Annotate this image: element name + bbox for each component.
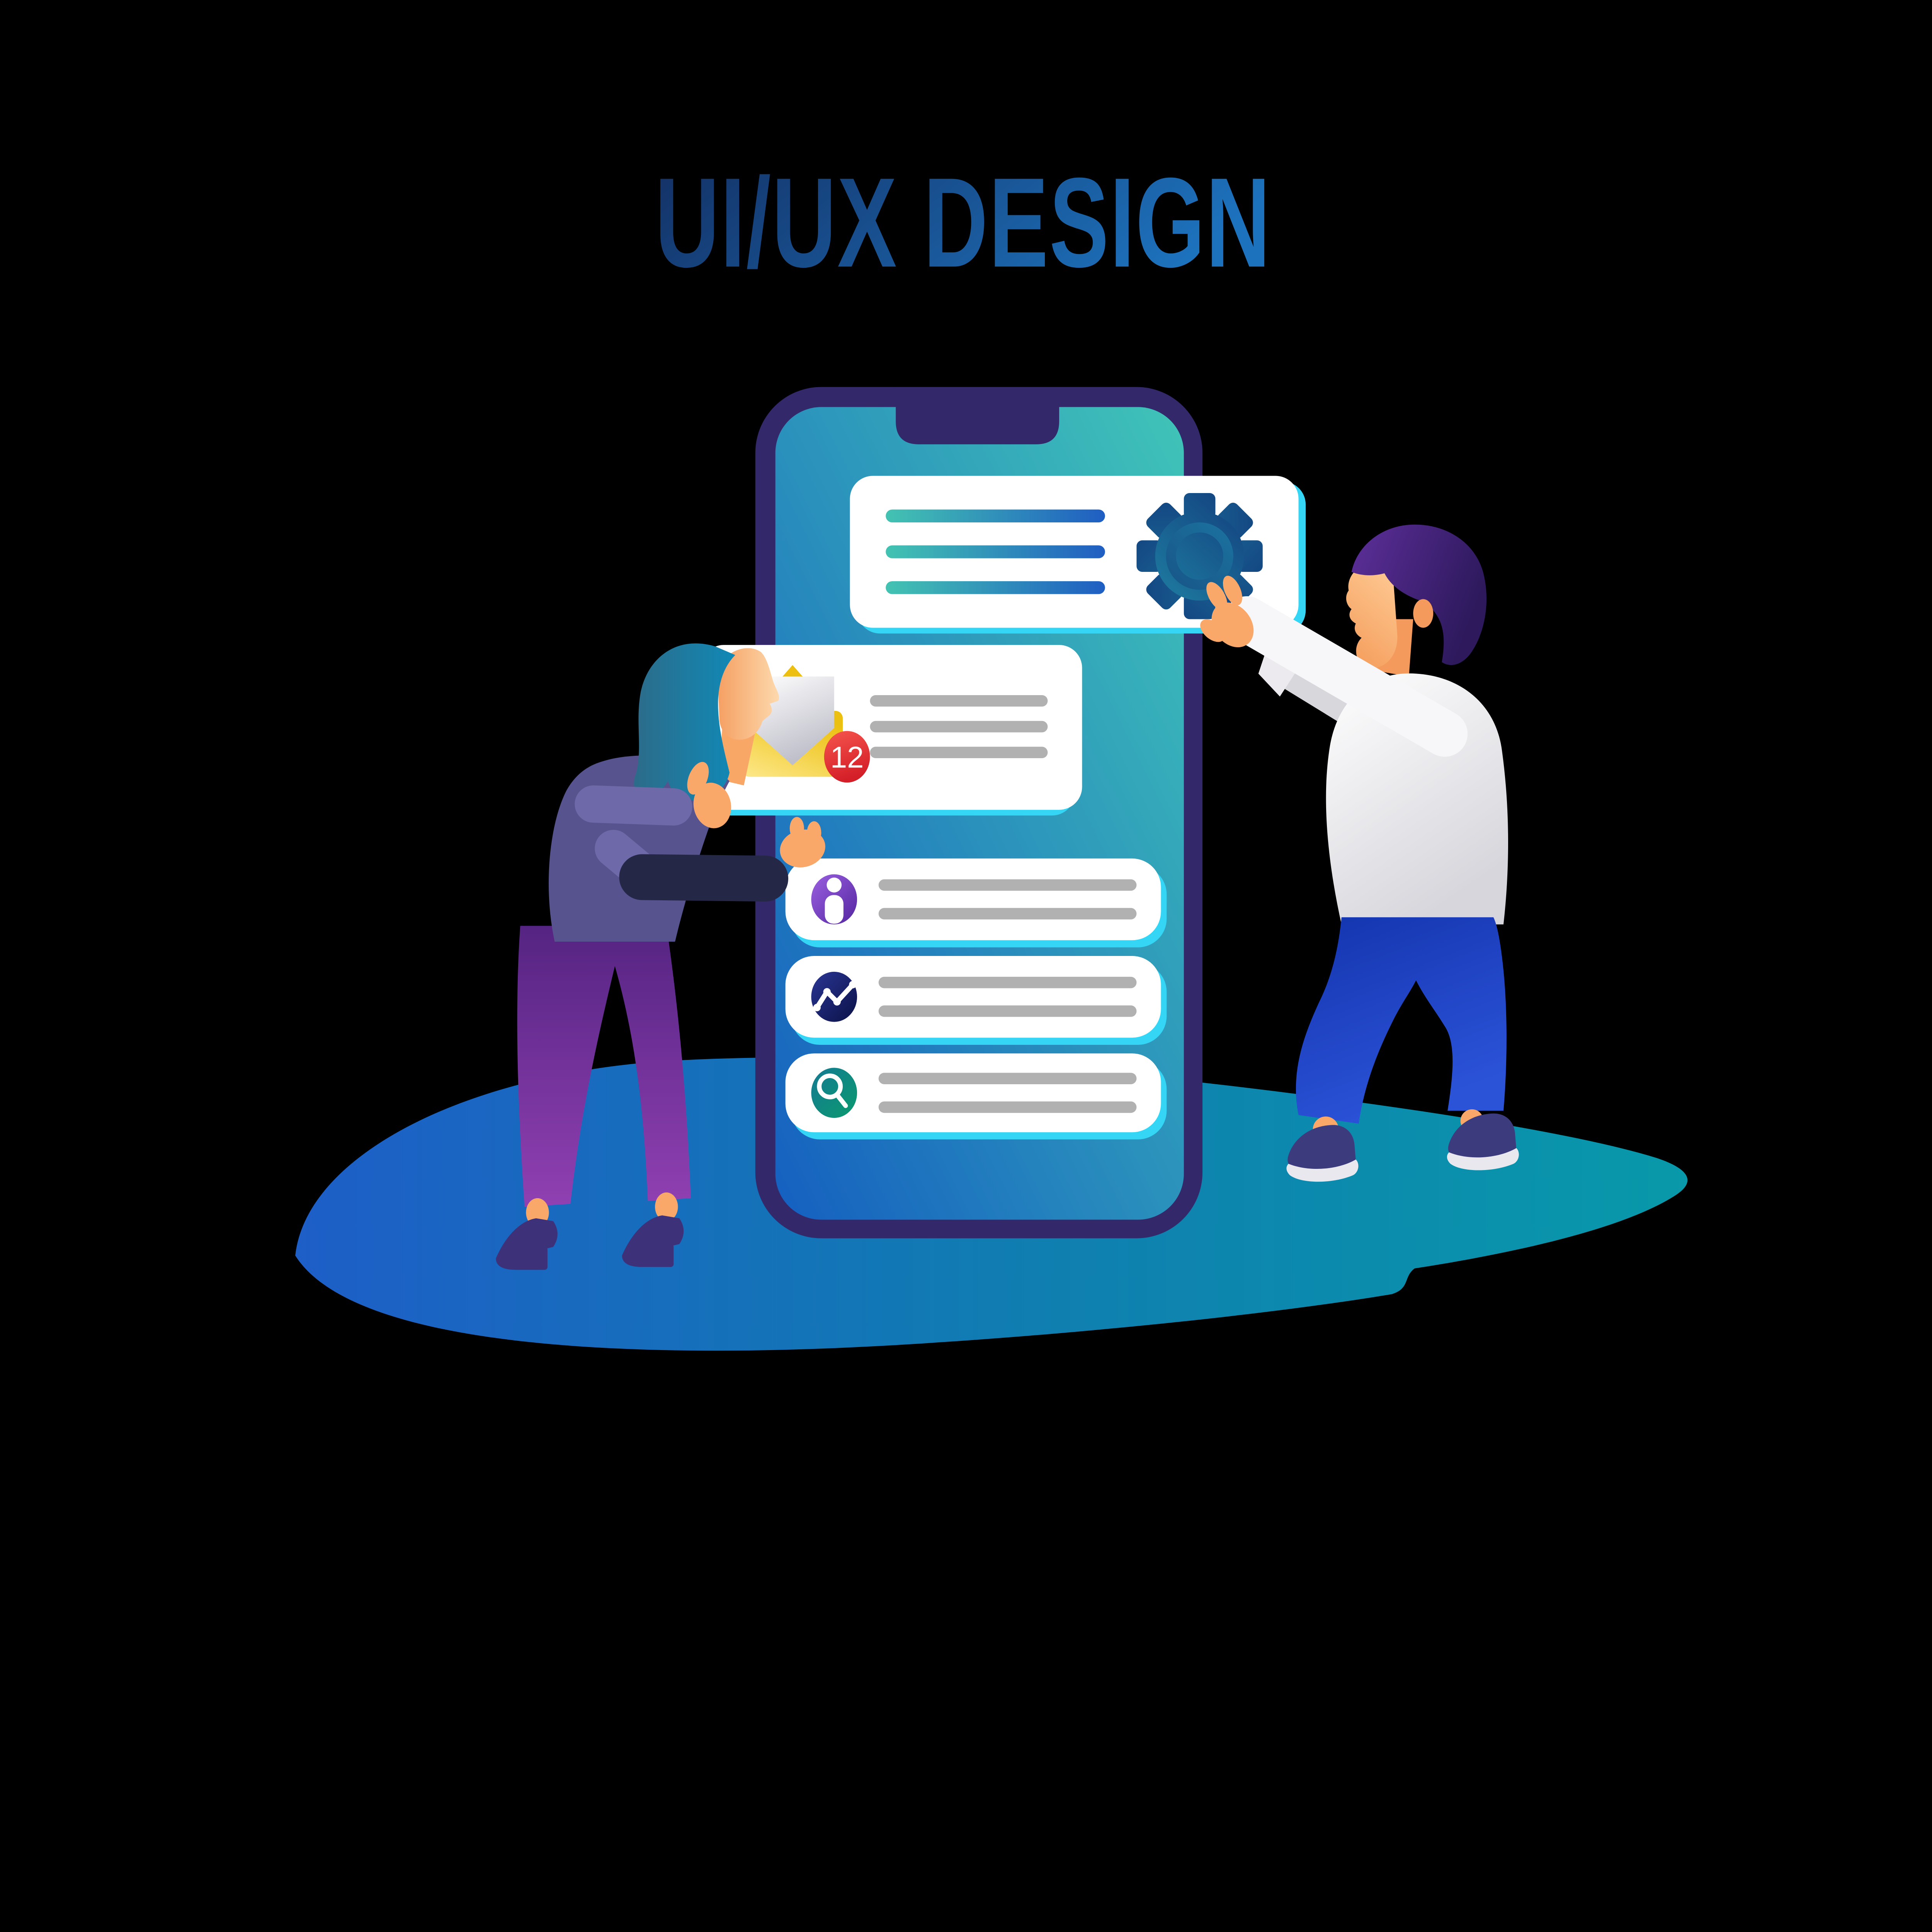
man-ear [1413,599,1434,628]
man-near-hand [1200,576,1254,648]
notification-card-email: 12 [694,645,1082,816]
card-body [785,956,1161,1038]
placeholder-line [870,695,1048,707]
notification-card-search [785,1053,1167,1139]
woman-near-hand [687,762,731,828]
woman-near-arm [575,785,692,826]
placeholder-line [878,879,1137,891]
man-shoes [1286,1113,1519,1182]
woman-figure [496,643,825,1270]
woman-pants [517,926,691,1207]
unread-count: 12 [830,740,864,774]
man-near-sleeve [1224,596,1468,757]
unread-badge: 12 [824,731,870,783]
illustration-stage: UI/UX DESIGN [295,151,1688,1351]
uiux-illustration: UI/UX DESIGN [295,151,1688,1351]
phone-notch [896,387,1060,444]
man-hair [1351,524,1487,665]
placeholder-line [878,976,1137,988]
woman-far-forearm [619,854,789,902]
line-chart-icon [811,971,857,1022]
man-pants [1296,917,1507,1124]
placeholder-line [878,1073,1137,1085]
notification-card-info [785,858,1167,947]
info-icon [811,874,857,925]
woman-ankle [655,1192,678,1221]
placeholder-line [870,747,1048,759]
card-body [785,858,1161,940]
search-icon [811,1068,857,1118]
woman-face [718,648,779,740]
placeholder-line [886,545,1105,558]
placeholder-line [878,1005,1137,1017]
placeholder-line [878,1101,1137,1113]
placeholder-line [870,721,1048,733]
page-title: UI/UX DESIGN [655,151,1271,294]
woman-far-hand [780,817,825,867]
notification-card-settings [850,476,1306,634]
man-face [1346,554,1398,668]
woman-hair [634,643,735,801]
placeholder-line [878,908,1137,920]
man-figure [1200,524,1519,1182]
woman-heel-shoes [496,1215,684,1270]
notification-card-analytics [785,956,1167,1045]
man-far-cuff [1258,648,1299,697]
placeholder-line [886,509,1105,523]
placeholder-line [886,581,1105,594]
